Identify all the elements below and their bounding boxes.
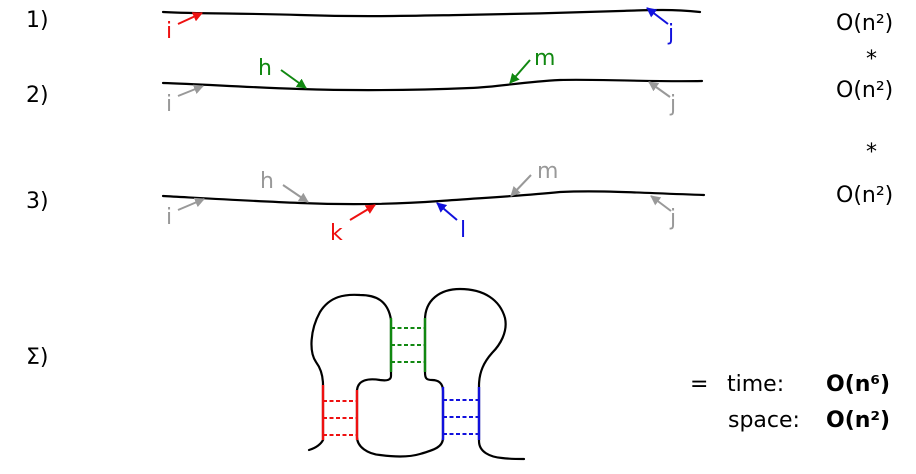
step-2-label: 2): [26, 83, 49, 108]
space-value: O(n²): [826, 408, 890, 433]
row-1-strand: [161, 8, 702, 18]
row-1-arrow-j: [646, 7, 669, 25]
step-3-label: 3): [26, 189, 49, 214]
row-3-label-h: h: [260, 169, 274, 194]
step-3-complexity: O(n²): [836, 183, 893, 208]
row-2-label-h: h: [258, 56, 272, 81]
row-3-arrow-m: [510, 174, 532, 197]
row-3-arrow-k: [349, 204, 376, 221]
row-2-arrow-i: [177, 84, 204, 97]
row-3-arrow-i: [177, 197, 205, 211]
operator-1: *: [866, 47, 877, 72]
row-2-label-j: j: [669, 92, 676, 117]
row-3-arrow-l: [436, 202, 458, 221]
row-3-arrow-h: [282, 184, 309, 203]
row-3-label-j: j: [669, 206, 676, 231]
operator-2: *: [866, 140, 877, 165]
equals-sign: =: [690, 372, 708, 397]
row-3-label-k: k: [330, 221, 343, 246]
step-2-complexity: O(n²): [836, 78, 893, 103]
row-2-strand: [161, 78, 704, 92]
step-1-complexity: O(n²): [836, 11, 893, 36]
row-2-label-i: i: [166, 92, 172, 117]
row-1-label-i: i: [166, 19, 172, 44]
row-3-label-l: l: [460, 218, 466, 243]
combined-structure: [307, 287, 526, 461]
row-2-label-m: m: [534, 46, 555, 71]
structure-outline: [307, 287, 526, 461]
row-3-arrow-j: [650, 195, 672, 212]
row-2-arrow-h: [280, 69, 307, 89]
time-value: O(n⁶): [826, 372, 890, 397]
row-1-arrow-i: [177, 12, 203, 25]
row-1-label-j: j: [667, 21, 674, 46]
step-1-label: 1): [26, 8, 49, 33]
sum-label: Σ): [26, 345, 48, 370]
space-label: space:: [728, 408, 800, 433]
time-label: time:: [727, 372, 784, 397]
row-2-arrow-j: [648, 81, 671, 98]
row-3-label-m: m: [537, 159, 558, 184]
row-3-strand: [161, 190, 706, 206]
row-3-label-i: i: [166, 205, 172, 230]
row-2-arrow-m: [509, 59, 531, 84]
